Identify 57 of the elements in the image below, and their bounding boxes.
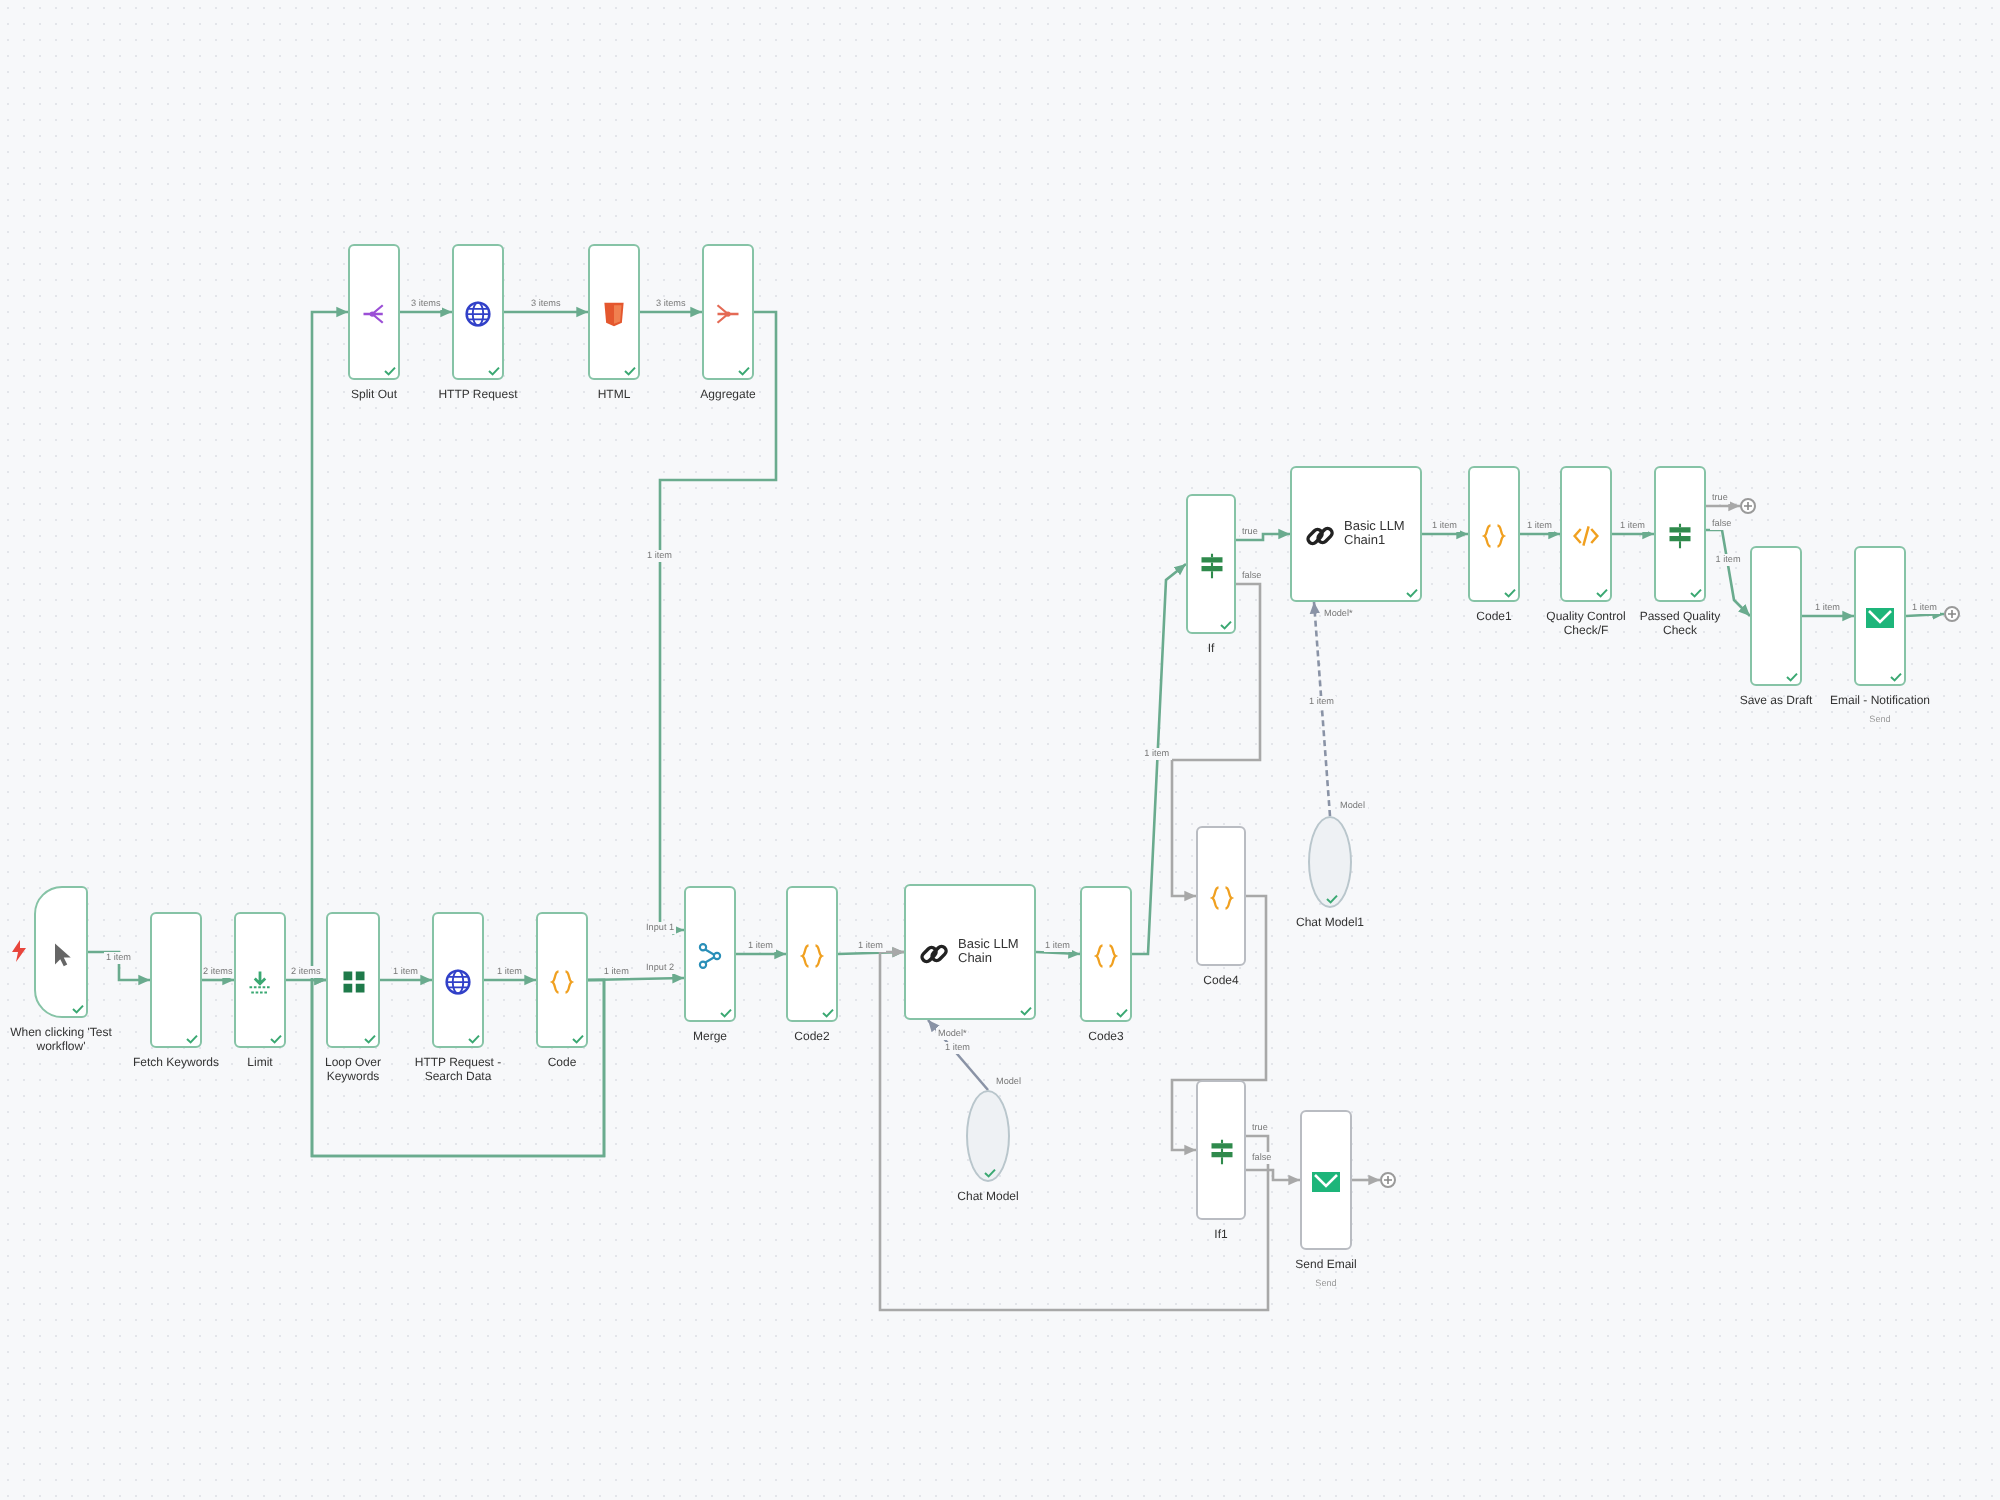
workflow-node — [536, 912, 588, 1048]
connector-arrow — [736, 948, 786, 960]
model-node — [966, 1090, 1010, 1182]
connector-arrow — [1706, 500, 1740, 512]
workflow-node — [786, 886, 838, 1022]
model-node — [1308, 816, 1352, 908]
connector-arrow — [1236, 528, 1290, 542]
connector-arrow — [658, 310, 778, 936]
connector-arrow — [878, 946, 1270, 1312]
workflow-node — [904, 884, 1036, 1020]
connector-arrow — [1612, 528, 1654, 540]
add-button — [1380, 1172, 1396, 1188]
connector-arrow — [400, 306, 452, 318]
workflow-node — [1854, 546, 1906, 686]
workflow-node — [326, 912, 380, 1048]
workflow-node — [432, 912, 484, 1048]
workflow-node — [234, 912, 286, 1048]
add-button — [1740, 498, 1756, 514]
connector-arrow — [927, 1019, 989, 1091]
connector-arrow — [484, 974, 536, 986]
workflow-node — [1560, 466, 1612, 602]
connector-arrow — [1422, 528, 1468, 540]
workflow-node — [1196, 1080, 1246, 1220]
workflow-node — [1468, 466, 1520, 602]
workflow-node — [684, 886, 736, 1022]
workflow-node — [1290, 466, 1422, 602]
connector-arrow — [1520, 528, 1560, 540]
connector-arrow — [202, 974, 234, 986]
add-button — [1944, 606, 1960, 622]
connector-arrow — [380, 974, 432, 986]
workflow-node — [1080, 886, 1132, 1022]
workflow-node — [150, 912, 202, 1048]
workflow-node — [1196, 826, 1246, 966]
workflow-node — [452, 244, 504, 380]
connector-arrow — [1706, 528, 1751, 617]
dashed-connector — [1309, 601, 1332, 817]
workflow-node — [1300, 1110, 1352, 1250]
connector-arrow — [1352, 1174, 1380, 1186]
connector-arrow — [640, 306, 702, 318]
connector-arrow — [88, 950, 150, 986]
workflow-node — [1654, 466, 1706, 602]
workflow-node — [348, 244, 400, 380]
connector-arrow — [1802, 610, 1854, 622]
connector-arrow — [1132, 563, 1187, 956]
workflow-node — [588, 244, 640, 380]
workflow-node — [702, 244, 754, 380]
trigger-node — [34, 886, 88, 1018]
connector-arrow — [1246, 1168, 1300, 1186]
workflow-node — [1750, 546, 1802, 686]
workflow-node — [1186, 494, 1236, 634]
connector-arrow — [1170, 582, 1262, 902]
connector-arrow — [504, 306, 588, 318]
connector-arrow — [1035, 948, 1081, 959]
connector-arrow — [310, 306, 606, 1158]
connector-arrow — [837, 947, 905, 958]
connector-arrow — [1170, 894, 1268, 1156]
connector-arrow — [1905, 609, 1945, 620]
